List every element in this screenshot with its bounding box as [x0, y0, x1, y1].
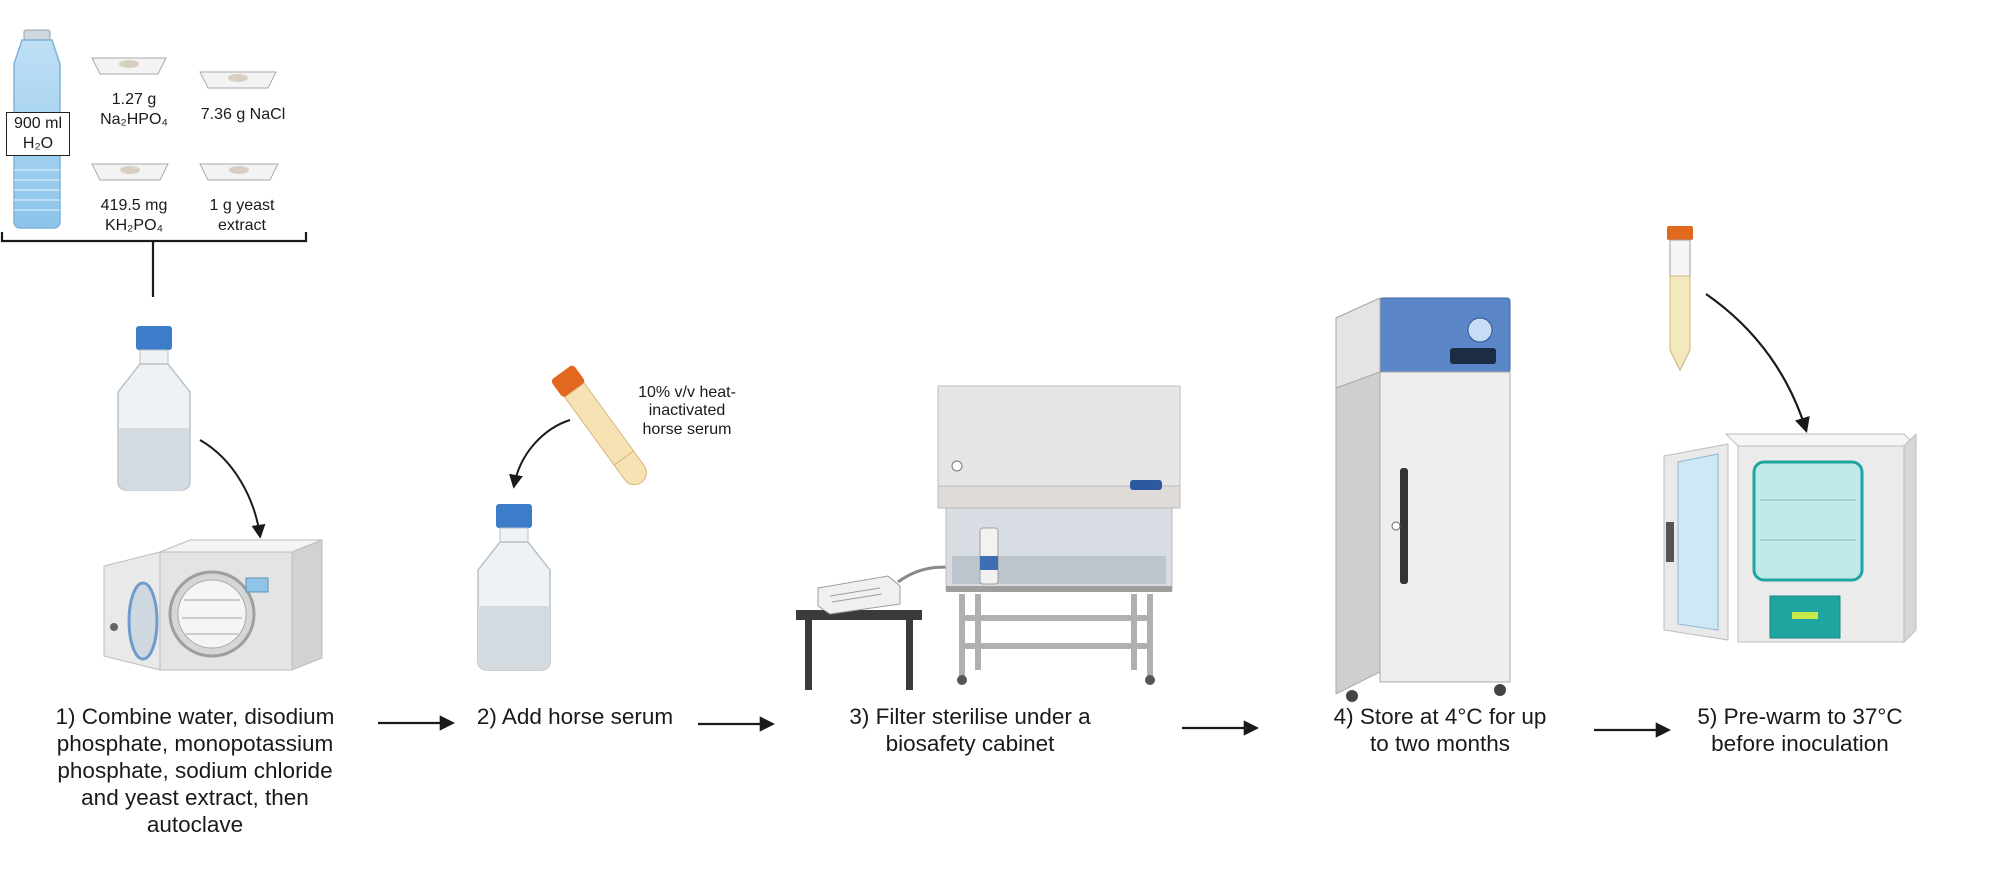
step-1-line: autoclave: [146, 812, 244, 837]
serum-note-line2: inactivated: [648, 402, 726, 420]
yeast-label: 1 g yeast extract: [182, 196, 302, 236]
step-4-line: 4) Store at 4°C for up: [1333, 704, 1547, 729]
step-3-line: 3) Filter sterilise under a: [849, 704, 1091, 729]
water-name: H₂O: [22, 135, 54, 152]
step-5-line: 5) Pre-warm to 37°C: [1697, 704, 1903, 729]
water-label: 900 ml H₂O: [6, 112, 70, 156]
kh2po4-name: KH₂PO₄: [104, 217, 164, 234]
step-3-line: biosafety cabinet: [885, 731, 1055, 756]
na2hpo4-name: Na₂HPO₄: [100, 111, 168, 128]
biosafety-cabinet-icon: [937, 385, 1181, 685]
autoclave-icon: [103, 539, 323, 671]
step-1-line: 1) Combine water, disodium: [55, 704, 335, 729]
weigh-boat-icon: [91, 57, 167, 75]
water-amount: 900 ml: [13, 115, 63, 132]
step-1-line: phosphate, sodium chloride: [57, 758, 333, 783]
step-4-caption: 4) Store at 4°C for up to two months: [1290, 703, 1590, 757]
refrigerator-icon: [1335, 297, 1511, 702]
step-1-line: phosphate, monopotassium: [56, 731, 334, 756]
arrow-tube-to-incubator: [1705, 293, 1810, 433]
serum-note-line1: 10% v/v heat-: [638, 384, 736, 401]
arrow-to-autoclave: [199, 439, 266, 539]
yeast-line1: 1 g yeast: [209, 197, 275, 214]
vacuum-pump-icon: [817, 575, 901, 615]
step-1-caption: 1) Combine water, disodium phosphate, mo…: [40, 703, 350, 838]
yeast-line2: extract: [217, 217, 266, 234]
media-bottle-icon: [477, 504, 551, 671]
incubator-icon: [1663, 432, 1918, 644]
falcon-tube-icon: [1667, 226, 1693, 372]
serum-note-line3: horse serum: [642, 420, 732, 438]
step-5-line: before inoculation: [1711, 731, 1889, 756]
step-4-line: to two months: [1369, 731, 1511, 756]
serum-tube-icon: [551, 365, 647, 486]
nacl-text: 7.36 g NaCl: [200, 106, 286, 123]
serum-note: 10% v/v heat- inactivated horse serum: [612, 384, 762, 439]
weigh-boat-icon: [91, 163, 169, 181]
arrow-serum-to-bottle: [509, 419, 571, 489]
table-icon: [796, 610, 922, 690]
nacl-label: 7.36 g NaCl: [182, 105, 304, 125]
kh2po4-amount: 419.5 mg: [100, 197, 168, 214]
weigh-boat-icon: [199, 71, 277, 89]
step-2-line: 2) Add horse serum: [476, 704, 674, 729]
step-3-caption: 3) Filter sterilise under a biosafety ca…: [800, 703, 1140, 757]
step-1-line: and yeast extract, then: [81, 785, 309, 810]
na2hpo4-label: 1.27 g Na₂HPO₄: [74, 90, 194, 130]
step-5-caption: 5) Pre-warm to 37°C before inoculation: [1660, 703, 1940, 757]
kh2po4-label: 419.5 mg KH₂PO₄: [74, 196, 194, 236]
weigh-boat-icon: [199, 163, 279, 181]
media-bottle-icon: [117, 326, 191, 491]
na2hpo4-amount: 1.27 g: [111, 91, 157, 108]
step-2-caption: 2) Add horse serum: [450, 703, 700, 730]
